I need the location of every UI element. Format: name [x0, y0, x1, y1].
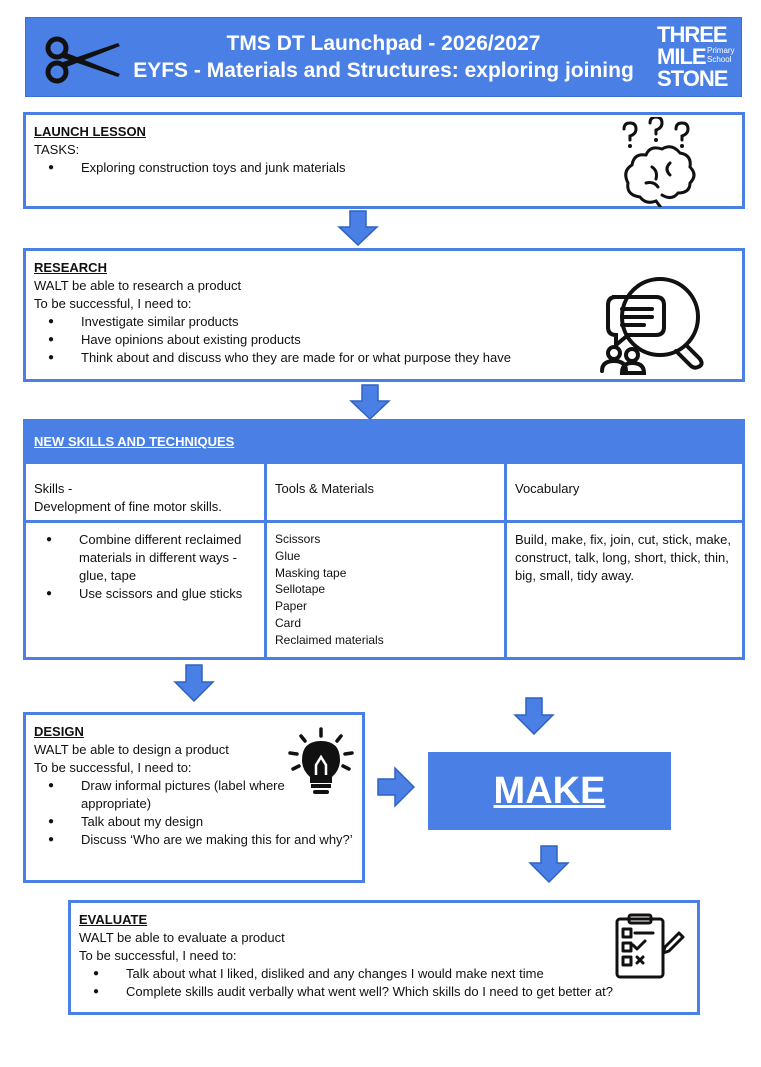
research-box: RESEARCH WALT be able to research a prod… [23, 248, 745, 382]
down-arrow-icon [513, 697, 555, 735]
research-success: To be successful, I need to: [34, 296, 192, 311]
design-walt: WALT be able to design a product [34, 742, 229, 757]
research-list: Investigate similar products Have opinio… [48, 313, 742, 367]
list-item: Sellotape [275, 582, 326, 597]
right-arrow-icon [377, 766, 415, 808]
title-line-1: TMS DT Launchpad - 2026/2027 [226, 32, 541, 55]
research-heading: RESEARCH [34, 260, 107, 275]
list-item: Masking tape [275, 565, 347, 580]
design-list: Draw informal pictures (label where appr… [48, 777, 354, 849]
tools-list-cell: Scissors Glue Masking tape Sellotape Pap… [267, 523, 504, 649]
launch-list: Exploring construction toys and junk mat… [48, 159, 742, 177]
tools-header-cell: Tools & Materials [275, 481, 374, 496]
launch-tasks-label: TASKS: [34, 142, 80, 157]
skills-list-cell: Combine different reclaimed materials in… [26, 523, 264, 603]
page-header: TMS DT Launchpad - 2026/2027 EYFS - Mate… [25, 17, 742, 97]
vocabulary-header-cell: Vocabulary [515, 481, 580, 496]
list-item: Talk about my design [48, 813, 354, 831]
list-item: Talk about what I liked, disliked and an… [93, 965, 697, 983]
list-item: Use scissors and glue sticks [46, 585, 258, 603]
research-walt: WALT be able to research a product [34, 278, 242, 293]
down-arrow-icon [528, 845, 570, 883]
list-item: Think about and discuss who they are mad… [48, 349, 742, 367]
brain-question-icon [622, 117, 696, 207]
list-item: Paper [275, 599, 308, 614]
vocabulary-cell: Build, make, fix, join, cut, stick, make… [515, 532, 732, 583]
evaluate-list: Talk about what I liked, disliked and an… [93, 965, 697, 1001]
list-item: Exploring construction toys and junk mat… [48, 159, 742, 177]
evaluate-box: EVALUATE WALT be able to evaluate a prod… [68, 900, 700, 1015]
list-item: Card [275, 615, 302, 630]
list-item: Complete skills audit verbally what went… [93, 983, 697, 1001]
down-arrow-icon [349, 384, 391, 420]
skills-table: NEW SKILLS AND TECHNIQUES Skills - Devel… [23, 419, 745, 660]
evaluate-heading: EVALUATE [79, 912, 148, 927]
list-item: Scissors [275, 532, 321, 546]
list-item: Glue [275, 548, 301, 563]
launch-lesson-box: LAUNCH LESSON TASKS: Exploring construct… [23, 112, 745, 209]
evaluate-walt: WALT be able to evaluate a product [79, 930, 285, 945]
list-item: Combine different reclaimed materials in… [46, 531, 258, 585]
list-item: Reclaimed materials [275, 632, 384, 647]
down-arrow-icon [173, 664, 215, 702]
table-divider [264, 464, 267, 657]
skills-header-cell: Skills - Development of fine motor skill… [34, 481, 222, 514]
table-divider [26, 520, 742, 523]
make-block: MAKE [428, 752, 671, 830]
skills-banner: NEW SKILLS AND TECHNIQUES [26, 422, 742, 464]
list-item: Have opinions about existing products [48, 331, 742, 349]
down-arrow-icon [337, 210, 379, 246]
school-logo: THREE MILE STONE Primary School [657, 22, 735, 91]
page-title: TMS DT Launchpad - 2026/2027 EYFS - Mate… [26, 30, 741, 84]
table-divider [504, 464, 507, 657]
research-magnifier-icon [600, 277, 704, 375]
list-item: Investigate similar products [48, 313, 742, 331]
lightbulb-icon [288, 727, 354, 794]
scissors-icon [45, 36, 120, 84]
launch-heading: LAUNCH LESSON [34, 124, 146, 139]
clipboard-checklist-icon [615, 913, 685, 979]
title-line-2: EYFS - Materials and Structures: explori… [133, 59, 634, 82]
list-item: Draw informal pictures (label where appr… [48, 777, 354, 813]
list-item: Discuss ‘Who are we making this for and … [48, 831, 354, 849]
design-heading: DESIGN [34, 724, 84, 739]
design-success: To be successful, I need to: [34, 760, 192, 775]
design-box: DESIGN WALT be able to design a product … [23, 712, 365, 883]
evaluate-success: To be successful, I need to: [79, 948, 237, 963]
